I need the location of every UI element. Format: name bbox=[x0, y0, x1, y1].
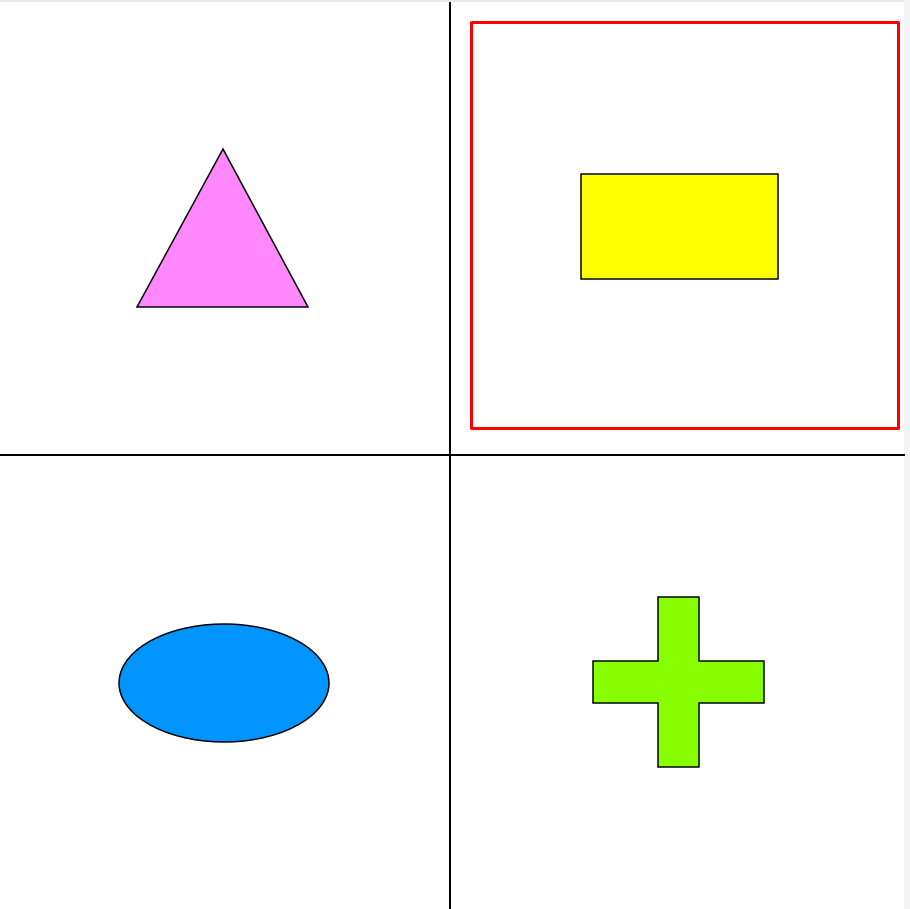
horizontal-divider bbox=[0, 454, 905, 456]
grid-cell-top-left[interactable] bbox=[0, 2, 449, 454]
grid-cell-bottom-right[interactable] bbox=[451, 456, 904, 909]
right-edge bbox=[904, 0, 910, 909]
top-border bbox=[0, 0, 910, 2]
ellipse-shape bbox=[118, 623, 330, 743]
grid-cell-top-right[interactable] bbox=[451, 2, 904, 454]
rectangle-shape bbox=[580, 173, 779, 280]
grid-cell-bottom-left[interactable] bbox=[0, 456, 449, 909]
triangle-shape bbox=[135, 147, 310, 308]
cross-shape bbox=[592, 596, 765, 768]
